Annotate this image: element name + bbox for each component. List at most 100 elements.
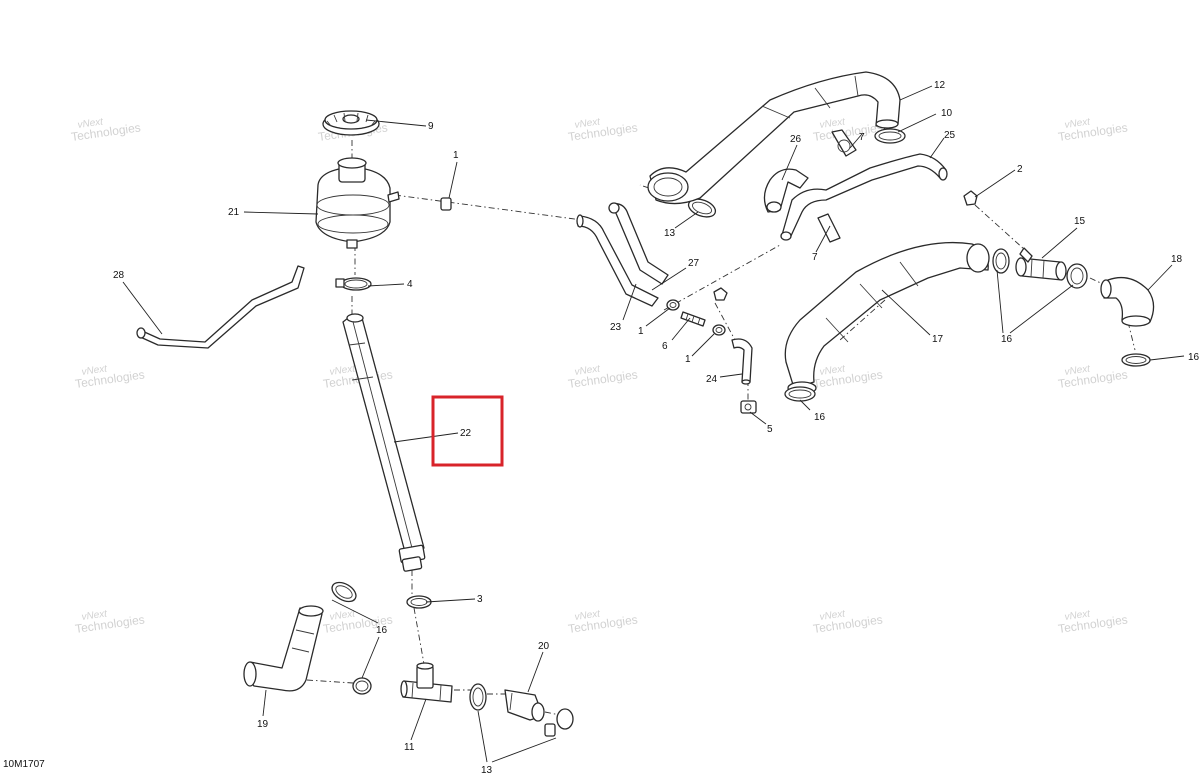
- svg-text:vNext: vNext: [1064, 608, 1092, 623]
- callout-10: 10: [941, 108, 953, 119]
- callout-13: 13: [664, 228, 676, 239]
- callout-1: 1: [685, 354, 691, 365]
- pressure-cap: [322, 110, 380, 136]
- upper-hose-12: [647, 71, 901, 205]
- callout-16: 16: [376, 625, 388, 636]
- callout-1: 1: [638, 326, 644, 337]
- highlight-box: [431, 395, 504, 467]
- svg-text:vNext: vNext: [77, 116, 105, 131]
- svg-text:vNext: vNext: [81, 363, 109, 378]
- coupler-15: [1015, 247, 1067, 281]
- callout-labels: 9 1 21 28 4 22 3 16 19 11 13 20 27 23 1 …: [113, 80, 1200, 773]
- fitting-1-mid-b: [712, 324, 726, 336]
- callout-23: 23: [610, 322, 622, 333]
- nipple-6: [680, 311, 706, 327]
- drawing-code: 10M1707: [3, 759, 45, 770]
- callout-16: 16: [814, 412, 826, 423]
- callout-27: 27: [688, 258, 700, 269]
- fitting-1-top: [440, 197, 452, 211]
- small-hose-24: [731, 338, 753, 385]
- callout-13: 13: [481, 765, 493, 773]
- callout-6: 6: [662, 341, 668, 352]
- bent-hose-27: [608, 202, 669, 285]
- svg-text:vNext: vNext: [1064, 363, 1092, 378]
- clip-7-top: [831, 129, 857, 157]
- callout-17: 17: [932, 334, 944, 345]
- long-hose-22: [342, 313, 426, 572]
- overflow-hose-28: [136, 265, 305, 349]
- coolant-reservoir: [315, 157, 400, 249]
- clamp-16-left-bottom: [352, 677, 372, 695]
- elbow-hose-19: [243, 605, 324, 692]
- clamp-13-top: [687, 198, 717, 218]
- clamp-10: [874, 128, 906, 144]
- callout-28: 28: [113, 270, 125, 281]
- callout-16: 16: [1001, 334, 1013, 345]
- svg-text:vNext: vNext: [1064, 116, 1092, 131]
- callout-7: 7: [812, 252, 818, 263]
- callout-16: 16: [1188, 352, 1200, 363]
- callout-19: 19: [257, 719, 269, 730]
- callout-2: 2: [1017, 164, 1023, 175]
- fitting-1-mid-a: [666, 299, 680, 311]
- svg-text:vNext: vNext: [329, 608, 357, 623]
- callout-9: 9: [428, 121, 434, 132]
- bent-hose-23: [576, 214, 659, 307]
- svg-text:vNext: vNext: [574, 116, 602, 131]
- callout-1: 1: [453, 150, 459, 161]
- large-hose-17: [784, 241, 990, 395]
- callout-18: 18: [1171, 254, 1183, 265]
- nut-mid: [713, 287, 728, 301]
- callout-12: 12: [934, 80, 946, 91]
- clamp-16-right-b: [1066, 263, 1088, 289]
- clamp-13-bottom-a: [469, 683, 487, 711]
- callout-11: 11: [404, 742, 415, 753]
- svg-text:vNext: vNext: [819, 608, 847, 623]
- callout-20: 20: [538, 641, 550, 652]
- svg-text:vNext: vNext: [574, 363, 602, 378]
- callout-15: 15: [1074, 216, 1086, 227]
- svg-text:vNext: vNext: [819, 116, 847, 131]
- elbow-18: [1100, 276, 1155, 327]
- long-hose-25: [780, 153, 948, 241]
- svg-text:vNext: vNext: [81, 608, 109, 623]
- callout-21: 21: [228, 207, 240, 218]
- callout-22: 22: [460, 428, 472, 439]
- assembly-lines: [306, 119, 1136, 717]
- callout-24: 24: [706, 374, 718, 385]
- clamp-4: [335, 277, 372, 291]
- svg-text:vNext: vNext: [329, 363, 357, 378]
- callout-7: 7: [859, 132, 865, 143]
- short-hose-20: [504, 689, 545, 722]
- clamp-16-left-top: [331, 581, 357, 603]
- callout-5: 5: [767, 424, 773, 435]
- svg-text:vNext: vNext: [819, 363, 847, 378]
- clamp-16-far-right: [1121, 353, 1151, 367]
- callout-4: 4: [407, 279, 413, 290]
- callout-3: 3: [477, 594, 483, 605]
- callout-26: 26: [790, 134, 802, 145]
- leader-lines: [122, 85, 1185, 763]
- nut-2: [963, 190, 978, 206]
- clip-5: [740, 400, 757, 414]
- clamp-16-right-a: [992, 248, 1010, 274]
- svg-text:vNext: vNext: [574, 608, 602, 623]
- hose-26: [763, 168, 809, 213]
- callout-25: 25: [944, 130, 956, 141]
- clamp-16-mid-bottom: [784, 386, 816, 402]
- clamp-13-bottom-b: [544, 708, 574, 737]
- tee-fitting-11: [400, 662, 453, 703]
